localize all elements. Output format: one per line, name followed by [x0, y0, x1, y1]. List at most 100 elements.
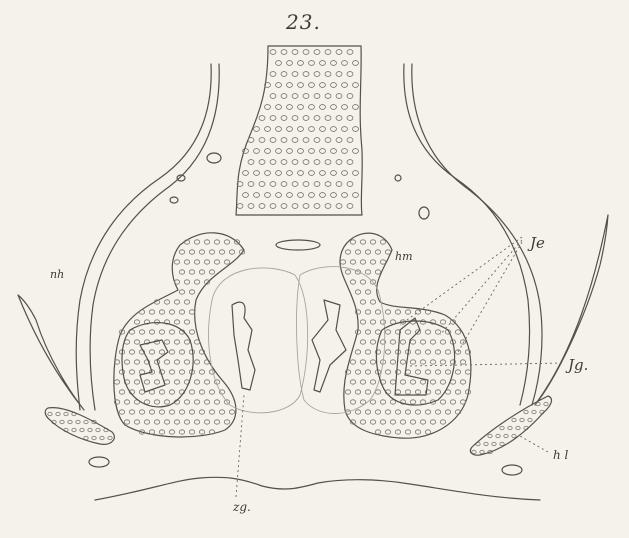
- label-zg: zg.: [233, 500, 251, 514]
- tissue-cell: [350, 260, 355, 264]
- tissue-cell: [179, 430, 184, 434]
- tissue-cell: [370, 420, 375, 424]
- tissue-cell: [320, 149, 326, 154]
- tissue-cell: [435, 410, 440, 414]
- tissue-cell: [415, 370, 420, 374]
- tissue-cell: [154, 380, 159, 384]
- tissue-cell: [435, 370, 440, 374]
- tissue-cell: [405, 310, 410, 314]
- tissue-cell: [440, 420, 445, 424]
- tissue-cell: [169, 370, 174, 374]
- tissue-cell: [154, 420, 159, 424]
- tissue-cell: [189, 390, 194, 394]
- tissue-cell: [520, 418, 524, 422]
- tissue-cell: [355, 390, 360, 394]
- tissue-cell: [440, 360, 445, 364]
- tissue-cell: [350, 240, 355, 244]
- leader-hl: [520, 436, 548, 452]
- tissue-cell: [243, 171, 249, 176]
- tissue-cell: [199, 390, 204, 394]
- tissue-cell: [395, 390, 400, 394]
- tissue-cell: [292, 72, 298, 77]
- tissue-cell: [309, 127, 315, 132]
- tissue-cell: [390, 420, 395, 424]
- tissue-cell: [355, 290, 360, 294]
- tissue-cell: [380, 420, 385, 424]
- tissue-cell: [385, 330, 390, 334]
- tissue-cell: [425, 330, 430, 334]
- plate-number: 23.: [286, 10, 321, 34]
- tissue-cell: [405, 390, 410, 394]
- tissue-cell: [360, 240, 365, 244]
- tissue-cell: [375, 250, 380, 254]
- tissue-cell: [365, 310, 370, 314]
- tissue-cell: [320, 193, 326, 198]
- tissue-cell: [199, 250, 204, 254]
- label-nh: nh: [50, 268, 64, 281]
- tissue-cell: [460, 360, 465, 364]
- tissue-cell: [303, 138, 309, 143]
- tissue-cell: [410, 400, 415, 404]
- tissue-cell: [320, 105, 326, 110]
- tissue-cell: [204, 240, 209, 244]
- tissue-cell: [194, 340, 199, 344]
- tissue-cell: [219, 410, 224, 414]
- tissue-cell: [189, 330, 194, 334]
- tissue-cell: [405, 330, 410, 334]
- tissue-cell: [360, 420, 365, 424]
- tissue-cell: [395, 430, 400, 434]
- tissue-cell: [276, 193, 282, 198]
- tissue-cell: [355, 250, 360, 254]
- tissue-cell: [375, 430, 380, 434]
- tissue-cell: [455, 370, 460, 374]
- tissue-cell: [440, 380, 445, 384]
- tissue-cell: [108, 436, 112, 440]
- tissue-cell: [465, 370, 470, 374]
- tissue-cell: [194, 280, 199, 284]
- tissue-cell: [512, 434, 516, 438]
- tissue-cell: [325, 204, 331, 209]
- tissue-cell: [204, 420, 209, 424]
- tissue-cell: [455, 390, 460, 394]
- tissue-cell: [209, 270, 214, 274]
- tissue-cell: [309, 171, 315, 176]
- tissue-cell: [174, 380, 179, 384]
- tissue-cell: [114, 380, 119, 384]
- tissue-cell: [164, 300, 169, 304]
- tissue-cell: [314, 50, 320, 55]
- tissue-cell: [287, 193, 293, 198]
- tissue-cell: [336, 50, 342, 55]
- tissue-cell: [149, 350, 154, 354]
- right-zg-core: [312, 300, 346, 392]
- tissue-cell: [336, 182, 342, 187]
- tissue-cell: [435, 350, 440, 354]
- tissue-cell: [303, 204, 309, 209]
- tissue-cell: [270, 138, 276, 143]
- tissue-cell: [488, 434, 492, 438]
- tissue-cell: [134, 340, 139, 344]
- tissue-cell: [292, 94, 298, 99]
- tissue-cell: [314, 72, 320, 77]
- tissue-cell: [159, 310, 164, 314]
- tissue-cell: [425, 410, 430, 414]
- tissue-cell: [460, 400, 465, 404]
- tissue-cell: [500, 426, 504, 430]
- tissue-cell: [303, 116, 309, 121]
- tissue-cell: [139, 330, 144, 334]
- leader-zg: [236, 395, 244, 497]
- tissue-cell: [76, 420, 80, 424]
- tissue-cell: [184, 420, 189, 424]
- tissue-cell: [440, 340, 445, 344]
- tissue-cell: [248, 160, 254, 165]
- tissue-cell: [204, 380, 209, 384]
- tissue-cell: [276, 171, 282, 176]
- tissue-cell: [353, 83, 359, 88]
- tissue-cell: [355, 370, 360, 374]
- tissue-cell: [194, 380, 199, 384]
- tissue-cell: [159, 410, 164, 414]
- tissue-cell: [80, 428, 84, 432]
- tissue-cell: [314, 116, 320, 121]
- tissue-cell: [492, 442, 496, 446]
- tissue-cell: [287, 171, 293, 176]
